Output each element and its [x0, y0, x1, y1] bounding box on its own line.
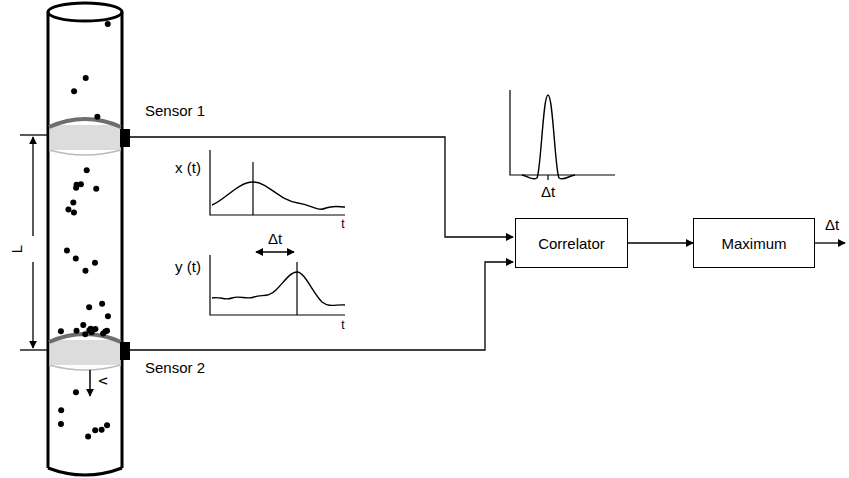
- diagram-label: x (t): [173, 159, 203, 176]
- diagram-label: Δt: [539, 183, 557, 200]
- particle: [82, 268, 88, 274]
- signal-wire: [130, 137, 513, 237]
- peak-marker: [252, 162, 253, 215]
- process-box: Correlator: [515, 218, 628, 268]
- plot-axes: [210, 255, 345, 315]
- signal-curve: [212, 272, 345, 305]
- sensor-ring-edge: [49, 119, 121, 127]
- diagram-label: Δt: [266, 230, 284, 247]
- dimension-arrow: [32, 262, 33, 348]
- pipe-opening: [48, 3, 122, 21]
- pipe-bottom: [48, 468, 122, 475]
- particle: [92, 326, 98, 332]
- diagram-label: Sensor 2: [143, 359, 207, 376]
- particle: [99, 301, 105, 307]
- particle: [94, 114, 100, 120]
- length-dimension: [20, 135, 48, 350]
- pipe-wall: [121, 12, 124, 468]
- particle: [58, 421, 64, 427]
- particle: [71, 88, 77, 94]
- sensor-band: [49, 119, 130, 155]
- particle: [104, 422, 110, 428]
- box-label: Maximum: [721, 235, 786, 252]
- diagram-label: L: [8, 243, 25, 255]
- plot-axes: [210, 150, 345, 215]
- particle: [58, 407, 64, 413]
- output-arrow: [815, 242, 845, 243]
- sensor-ring: [50, 340, 121, 365]
- signal-plot: [210, 150, 345, 215]
- correlation-curve: [522, 95, 575, 179]
- dimension-tick: [20, 134, 48, 135]
- correlation-plot: [510, 90, 615, 180]
- box-label: Correlator: [538, 235, 605, 252]
- flow-arrow: [628, 242, 693, 243]
- particles: [58, 21, 111, 439]
- signal-plot: [210, 252, 345, 315]
- peak-marker: [296, 262, 297, 315]
- particle: [86, 327, 92, 333]
- dimension-arrow: [32, 137, 33, 236]
- particle: [104, 328, 110, 334]
- signal-wire: [130, 137, 513, 350]
- particle: [105, 313, 111, 319]
- velocity-arrow: [89, 370, 91, 396]
- diagram-label: Δt: [823, 216, 841, 233]
- signal-curve: [212, 182, 345, 209]
- pipe-wall: [47, 12, 50, 468]
- diagram-label: t: [339, 217, 346, 231]
- diagram-label: Sensor 1: [143, 102, 207, 119]
- sensor-terminal: [120, 129, 130, 147]
- particle: [84, 167, 90, 173]
- particle: [93, 186, 99, 192]
- diagram-label: t: [339, 318, 346, 332]
- plot-axes: [510, 90, 615, 175]
- particle: [85, 433, 91, 439]
- sensor-terminal: [120, 342, 130, 360]
- particle: [80, 322, 86, 328]
- sensor-ring-edge: [49, 150, 121, 155]
- particle: [78, 181, 84, 187]
- process-box: Maximum: [693, 218, 815, 268]
- particle: [92, 260, 98, 266]
- pipe: [48, 3, 122, 475]
- diagram-label: y (t): [173, 258, 203, 275]
- dimension-tick: [20, 349, 48, 350]
- sensor-ring: [50, 125, 121, 150]
- particle: [73, 255, 79, 261]
- particle: [92, 427, 98, 433]
- particle: [105, 21, 111, 27]
- particle: [71, 210, 77, 216]
- sensor-ring-edge: [49, 365, 121, 370]
- particle: [86, 304, 92, 310]
- axis-tick: [547, 175, 548, 180]
- particle: [65, 206, 71, 212]
- particle: [74, 328, 80, 334]
- delay-arrow: [256, 251, 294, 253]
- particle: [64, 248, 70, 254]
- signal-wire: [130, 262, 513, 350]
- sensor-band: [49, 334, 130, 370]
- particle: [99, 427, 105, 433]
- particle: [83, 75, 89, 81]
- particle: [58, 328, 64, 334]
- particle: [73, 389, 79, 395]
- diagram-label: v: [96, 375, 113, 387]
- particle: [70, 199, 76, 205]
